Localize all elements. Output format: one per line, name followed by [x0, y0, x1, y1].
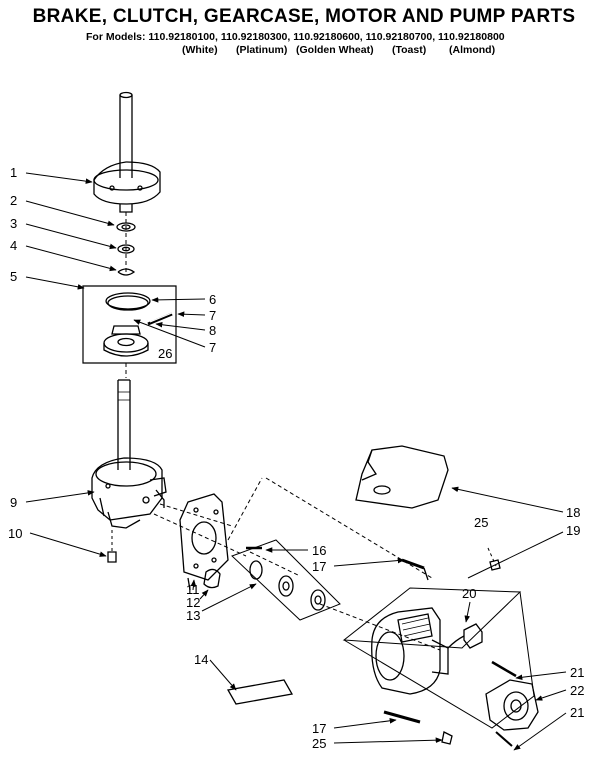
part-12-bushing — [203, 568, 221, 589]
callout-13: 13 — [186, 608, 201, 623]
callout-21-lower: 21 — [570, 705, 585, 720]
part-25-screw-lower — [441, 731, 453, 745]
callout-12: 12 — [186, 595, 201, 610]
callout-9: 9 — [10, 495, 18, 510]
part-18-shield — [355, 445, 449, 509]
callout-16: 16 — [312, 543, 327, 558]
callout-7-lower: 7 — [209, 340, 217, 355]
callout-17-lower: 17 — [312, 721, 327, 736]
part-17-rod — [401, 558, 429, 581]
part-21-clip-lower — [495, 731, 513, 747]
part-21-clip-upper — [491, 660, 517, 678]
callout-22: 22 — [570, 683, 585, 698]
color-almond: (Almond) — [449, 44, 496, 56]
color-golden-wheat: (Golden Wheat) — [296, 44, 374, 56]
part-19-motor — [371, 607, 449, 695]
part-9-gearcase — [91, 457, 167, 529]
models-line: For Models: 110.92180100, 110.92180300, … — [86, 31, 505, 43]
part-19-motor-box — [342, 587, 535, 729]
callout-5: 5 — [10, 269, 18, 284]
page-title: BRAKE, CLUTCH, GEARCASE, MOTOR AND PUMP … — [32, 6, 576, 27]
leader-lines — [25, 172, 567, 751]
part-4-retainer — [117, 268, 136, 276]
callout-25-lower: 25 — [312, 736, 327, 751]
part-10-bolt — [107, 530, 117, 563]
callout-17-upper: 17 — [312, 559, 327, 574]
callout-14: 14 — [194, 652, 209, 667]
callout-3: 3 — [10, 216, 18, 231]
part-3-ring — [117, 244, 135, 254]
callout-20: 20 — [462, 586, 477, 601]
callout-7-upper: 7 — [209, 308, 217, 323]
callout-19: 19 — [566, 523, 581, 538]
main-shaft-top — [119, 91, 133, 178]
part-11-small-bolt — [187, 577, 191, 591]
callout-2: 2 — [10, 193, 18, 208]
part-6-brake-spring — [105, 292, 151, 311]
part-14-filter-pad — [226, 679, 294, 705]
color-platinum: (Platinum) — [236, 44, 288, 56]
callout-4: 4 — [10, 238, 18, 253]
part-11-gasket-plate — [179, 493, 229, 581]
callout-10: 10 — [8, 526, 23, 541]
part-2-washer — [116, 222, 136, 232]
part-1-brake-hub — [93, 161, 161, 213]
color-white: (White) — [182, 44, 218, 56]
callout-6: 6 — [209, 292, 217, 307]
color-toast: (Toast) — [392, 44, 427, 56]
drive-shaft — [117, 363, 131, 470]
callout-26: 26 — [158, 346, 173, 361]
part-22-pump — [485, 679, 539, 731]
callout-1: 1 — [10, 165, 18, 180]
callout-18: 18 — [566, 505, 581, 520]
part-25-screw — [487, 547, 501, 571]
part-26-brake-cam — [103, 325, 149, 357]
callout-21-upper: 21 — [570, 665, 585, 680]
part-20-switch — [447, 623, 483, 649]
part-13-bearing-set-box — [231, 539, 341, 621]
part-8-spring-pin — [147, 312, 173, 326]
callout-25-upper: 25 — [474, 515, 489, 530]
callout-11: 11 — [186, 582, 200, 597]
part-5-brake-assembly-box — [82, 285, 177, 364]
callout-8: 8 — [209, 323, 217, 338]
part-17-rod-lower — [383, 710, 421, 724]
